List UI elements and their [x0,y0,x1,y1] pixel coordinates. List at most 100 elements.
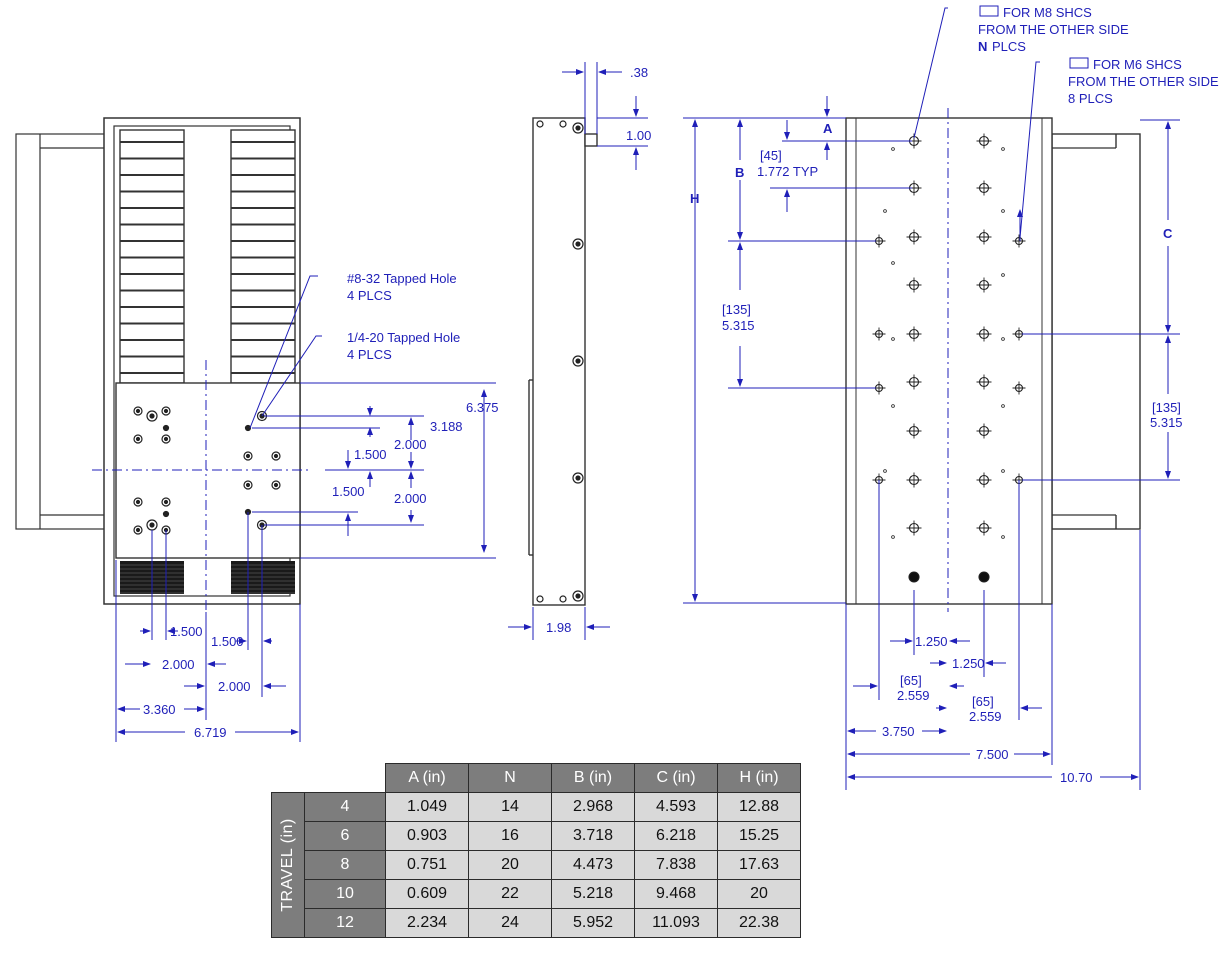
small-hole [891,147,895,151]
side-view-screws [536,120,584,603]
hole-crosshair [976,277,992,293]
top-view [15,117,301,605]
note-m8-line2: FROM THE OTHER SIDE [978,22,1129,37]
header-a: A (in) [385,763,469,793]
label-h: H [690,191,699,206]
bottom-view-holes [872,133,1026,583]
cell-travel: 4 [304,792,386,822]
hole-crosshair [976,520,992,536]
small-hole [891,261,895,265]
small-hole [1001,337,1005,341]
hole-crosshair [976,374,992,390]
dim-100: 1.00 [626,128,651,143]
dim-2000-a: 2.000 [394,437,427,452]
dim-1500-c: 1.500 [170,624,203,639]
dim-1500-d: 1.500 [211,634,244,649]
cell-a: 2.234 [385,908,469,938]
note-m6-line2: FROM THE OTHER SIDE [1068,74,1219,89]
top-view-dimensions [92,275,496,742]
note-m6-line1: FOR M6 SHCS [1093,57,1182,72]
small-hole [891,535,895,539]
dim-1250-a: 1.250 [915,634,948,649]
cell-a: 0.751 [385,850,469,880]
dim-038: .38 [630,65,648,80]
callout-1420-line1: 1/4-20 Tapped Hole [347,330,460,345]
dim-1500-b: 1.500 [332,484,365,499]
dim-65-in-a: 2.559 [897,688,930,703]
side-view-dimensions [508,62,648,640]
dim-2000-b: 2.000 [394,491,427,506]
hole-crosshair [906,472,922,488]
dim-135-mm-b: [135] [1152,400,1181,415]
dim-65-mm-b: [65] [972,694,994,709]
dim-1250-b: 1.250 [952,656,985,671]
hole-crosshair [976,472,992,488]
cell-a: 0.609 [385,879,469,909]
cell-b: 5.952 [551,908,635,938]
hole-crosshair [976,326,992,342]
table-corner [271,763,305,793]
counterbore-symbol-m8 [979,5,999,17]
cell-h: 22.38 [717,908,801,938]
small-hole [1001,273,1005,277]
callout-832-line1: #8-32 Tapped Hole [347,271,457,286]
cell-n: 22 [468,879,552,909]
header-h: H (in) [717,763,801,793]
hole-crosshair [906,326,922,342]
hole-crosshair [976,229,992,245]
dim-65-in-b: 2.559 [969,709,1002,724]
note-m8-plcs: PLCS [992,39,1026,54]
hole-crosshair [1012,381,1026,395]
dim-2000-d: 2.000 [218,679,251,694]
small-hole [1001,147,1005,151]
dim-45-mm: [45] [760,148,782,163]
cell-n: 24 [468,908,552,938]
table-corner-2 [304,763,386,793]
cell-c: 6.218 [634,821,718,851]
travel-side-label: TRAVEL (in) [271,792,305,938]
cell-a: 1.049 [385,792,469,822]
cell-h: 17.63 [717,850,801,880]
cell-n: 16 [468,821,552,851]
hole-crosshair [906,520,922,536]
dim-3360: 3.360 [143,702,176,717]
header-b: B (in) [551,763,635,793]
hole-crosshair [906,277,922,293]
small-hole [883,209,887,213]
counterbore-symbol-m6 [1069,57,1089,69]
cell-c: 7.838 [634,850,718,880]
cell-b: 3.718 [551,821,635,851]
dim-3188: 3.188 [430,419,463,434]
hole-crosshair [976,423,992,439]
table-header-row: A (in) N B (in) C (in) H (in) [271,763,801,793]
cell-b: 5.218 [551,879,635,909]
header-c: C (in) [634,763,718,793]
hole-crosshair [906,374,922,390]
tapped-hole-solid [908,571,920,583]
small-hole [1001,209,1005,213]
header-n: N [468,763,552,793]
side-view [528,117,598,606]
dim-7500: 7.500 [976,747,1009,762]
small-hole [883,469,887,473]
dim-135-in-b: 5.315 [1150,415,1183,430]
bottom-view [845,117,1141,605]
cell-a: 0.903 [385,821,469,851]
dim-1500-a: 1.500 [354,447,387,462]
cell-b: 4.473 [551,850,635,880]
hole-crosshair [976,133,992,149]
cell-h: 20 [717,879,801,909]
cell-c: 4.593 [634,792,718,822]
tapped-hole-solid [978,571,990,583]
dim-65-mm-a: [65] [900,673,922,688]
dim-3750: 3.750 [882,724,915,739]
small-hole [891,404,895,408]
cell-travel: 8 [304,850,386,880]
small-hole [1001,404,1005,408]
travel-side-label-text: TRAVEL (in) [279,818,296,912]
dim-6719: 6.719 [194,725,227,740]
dim-2000-c: 2.000 [162,657,195,672]
